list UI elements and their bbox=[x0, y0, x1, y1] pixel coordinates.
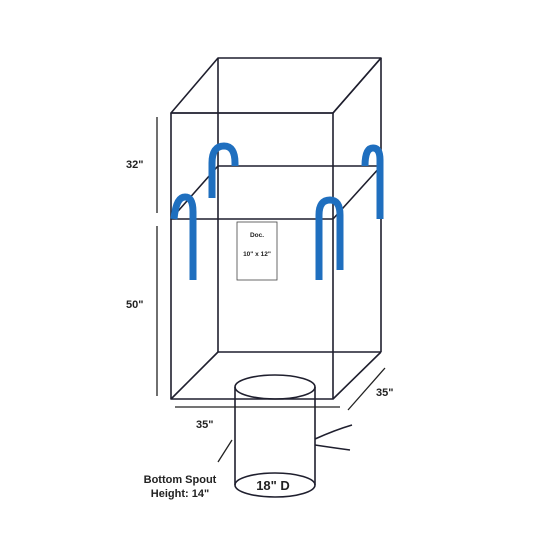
bottom-spout: 18" D bbox=[234, 374, 353, 498]
bag-outline bbox=[170, 57, 382, 400]
dimension-labels: 32" 50" 35" 35" Bottom Spout Height: 14" bbox=[126, 159, 393, 500]
spout-bottom-ellipse bbox=[234, 472, 316, 498]
depth-label: 35" bbox=[376, 387, 393, 399]
bag-front-face bbox=[170, 112, 334, 400]
dim-line-depth bbox=[347, 367, 386, 411]
lifting-loop-front-left bbox=[170, 193, 197, 280]
document-pouch-box bbox=[236, 221, 278, 281]
lifting-loop-front-right bbox=[315, 196, 344, 280]
spout-top-ellipse bbox=[234, 374, 316, 400]
bag-inner-seam bbox=[170, 165, 382, 220]
bag-right-top-edge bbox=[332, 57, 382, 114]
bag-bottom-right-edge bbox=[332, 351, 382, 400]
document-pouch: Doc. 10" x 12" bbox=[236, 221, 278, 281]
spout-diameter-label: 18" D bbox=[256, 478, 290, 493]
spout-leader-line bbox=[217, 439, 233, 463]
spout-tie-string bbox=[314, 424, 353, 451]
top-height-label: 32" bbox=[126, 159, 143, 171]
main-height-label: 50" bbox=[126, 299, 143, 311]
document-pouch-title: Doc. bbox=[250, 232, 264, 239]
lifting-loops bbox=[170, 142, 384, 280]
bag-bottom-left-edge bbox=[170, 351, 219, 400]
lifting-loop-back-left bbox=[208, 142, 239, 198]
dimension-lines bbox=[156, 117, 386, 463]
spout-label-line1: Bottom Spout bbox=[144, 474, 217, 486]
width-label: 35" bbox=[196, 419, 213, 431]
document-pouch-size: 10" x 12" bbox=[243, 251, 271, 258]
lifting-loop-back-right bbox=[361, 144, 384, 219]
bag-top-face bbox=[170, 57, 382, 114]
spout-label-line2: Height: 14" bbox=[151, 488, 209, 500]
